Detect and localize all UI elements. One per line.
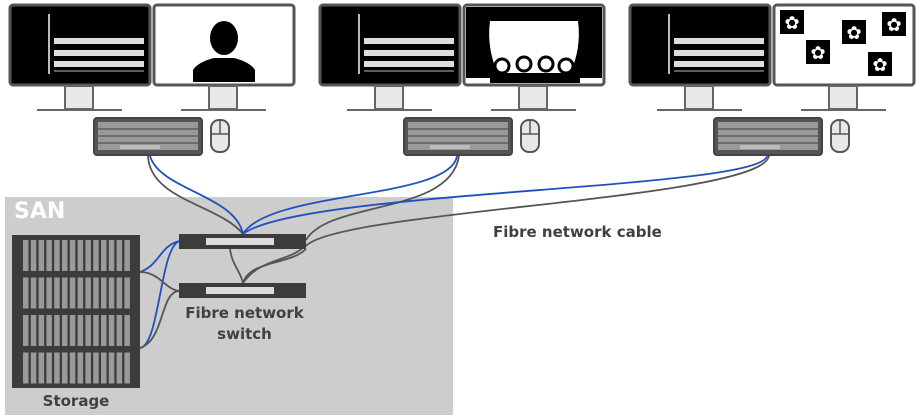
disk-bay [101, 277, 107, 309]
workstation-3: ✿ ✿ ✿ ✿ ✿ [628, 3, 916, 157]
switch-label-line1: Fibre network [185, 304, 304, 322]
disk-bay [46, 352, 52, 384]
disk-bay [30, 315, 37, 346]
disk-bay [54, 240, 60, 271]
svg-text:✿: ✿ [810, 43, 825, 64]
disk-bay [101, 240, 107, 271]
disk-bay [62, 277, 68, 309]
disk-bay [77, 277, 84, 309]
disk-bay [38, 240, 45, 271]
disk-bay [46, 240, 52, 271]
disk-bay [124, 277, 130, 309]
disk-bay [69, 240, 76, 271]
disk-bay [69, 352, 76, 384]
switch-label-line2: switch [217, 325, 272, 343]
disk-bay [30, 240, 37, 271]
disk-bay [93, 277, 99, 309]
disk-bay [93, 240, 99, 271]
fibre-network-cables [139, 155, 770, 349]
disk-bay [23, 315, 29, 346]
disk-bay [108, 315, 115, 346]
disk-bay [54, 352, 60, 384]
disk-bay [69, 315, 76, 346]
workstation-1 [8, 3, 296, 157]
disk-bay [93, 315, 99, 346]
svg-text:✿: ✿ [872, 55, 887, 76]
flower-pattern-icon: ✿ ✿ ✿ ✿ ✿ [780, 10, 906, 76]
disk-bay [85, 277, 91, 309]
disk-bay [85, 240, 91, 271]
disk-bay [54, 315, 60, 346]
theater-audience-icon [466, 7, 602, 83]
fibre-switch-1-icon [179, 234, 306, 249]
disk-bay [38, 277, 45, 309]
disk-bay [116, 352, 123, 384]
disk-bay [85, 352, 91, 384]
disk-bay [108, 240, 115, 271]
disk-bay [23, 277, 29, 309]
disk-bay [46, 277, 52, 309]
disk-bay [108, 277, 115, 309]
disk-bay [23, 240, 29, 271]
svg-text:✿: ✿ [846, 23, 861, 44]
storage-label: Storage [42, 392, 110, 410]
disk-bay [38, 315, 45, 346]
disk-bay [124, 315, 130, 346]
disk-bay [62, 315, 68, 346]
person-silhouette-icon [193, 21, 255, 82]
disk-bay [30, 352, 37, 384]
disk-bay [46, 315, 52, 346]
fibre-switch-2-icon [179, 283, 306, 298]
disk-bay [116, 315, 123, 346]
disk-bay [101, 352, 107, 384]
disk-bay [124, 352, 130, 384]
disk-bay [116, 277, 123, 309]
disk-bay [54, 277, 60, 309]
disk-bay [85, 315, 91, 346]
disk-bay [77, 240, 84, 271]
disk-bay [124, 240, 130, 271]
disk-bay [62, 352, 68, 384]
switch-label: Fibre network switch [172, 303, 317, 345]
disk-bay [62, 240, 68, 271]
disk-bay [108, 352, 115, 384]
svg-text:✿: ✿ [886, 15, 901, 36]
disk-bay [30, 277, 37, 309]
san-label: SAN [14, 199, 66, 224]
disk-bay [77, 352, 84, 384]
disk-bay [69, 277, 76, 309]
disk-bay [38, 352, 45, 384]
svg-text:✿: ✿ [784, 13, 799, 34]
cable-label: Fibre network cable [493, 223, 662, 241]
storage-rack-icon [12, 235, 140, 388]
disk-bay [23, 352, 29, 384]
disk-bay [93, 352, 99, 384]
disk-bay [116, 240, 123, 271]
disk-bay [77, 315, 84, 346]
workstation-2 [318, 3, 606, 157]
disk-bay [101, 315, 107, 346]
